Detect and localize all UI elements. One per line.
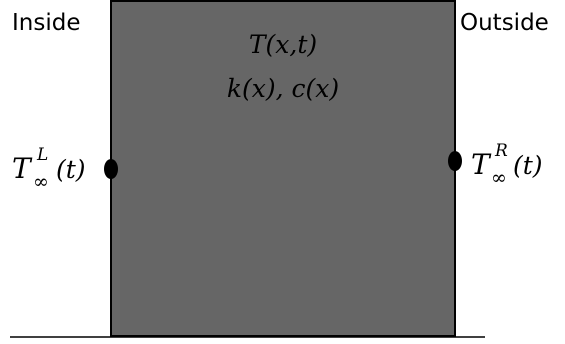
right-temp-superscript: R [494,141,508,161]
right-boundary-node [448,151,462,171]
wall-block [110,0,456,337]
right-ambient-temperature-label: T R ∞ (t) [471,141,543,189]
inside-label: Inside [12,10,80,36]
left-temp-symbol: T [12,152,33,185]
right-temp-argument: (t) [513,151,543,180]
temperature-field-label: T(x,t) [249,30,317,59]
right-temp-subscript: ∞ [491,167,507,189]
right-temp-symbol: T [471,148,492,181]
left-temp-superscript: L [36,145,48,165]
left-temp-subscript: ∞ [33,171,49,193]
left-temp-argument: (t) [56,155,86,184]
left-boundary-node [104,159,118,179]
outside-label: Outside [460,10,549,36]
material-properties-label: k(x), c(x) [227,74,339,103]
left-ambient-temperature-label: T L ∞ (t) [12,145,86,193]
